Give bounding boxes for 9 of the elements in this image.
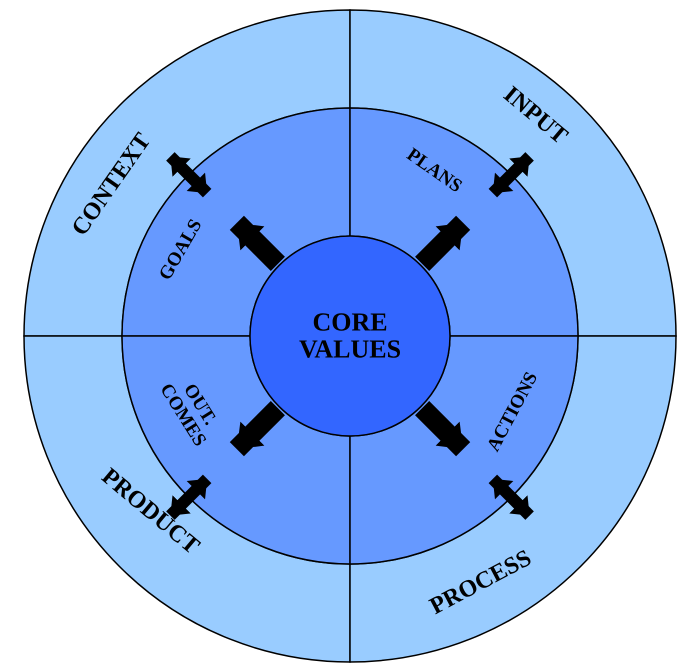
double-arrow (488, 152, 534, 198)
arrow (415, 216, 470, 271)
arrow (415, 401, 470, 456)
double-arrow (166, 152, 212, 198)
center-label: CORE VALUES (298, 308, 402, 364)
double-arrow (166, 474, 212, 520)
double-arrow (488, 474, 534, 520)
arrow (230, 216, 285, 271)
arrow (230, 401, 285, 456)
